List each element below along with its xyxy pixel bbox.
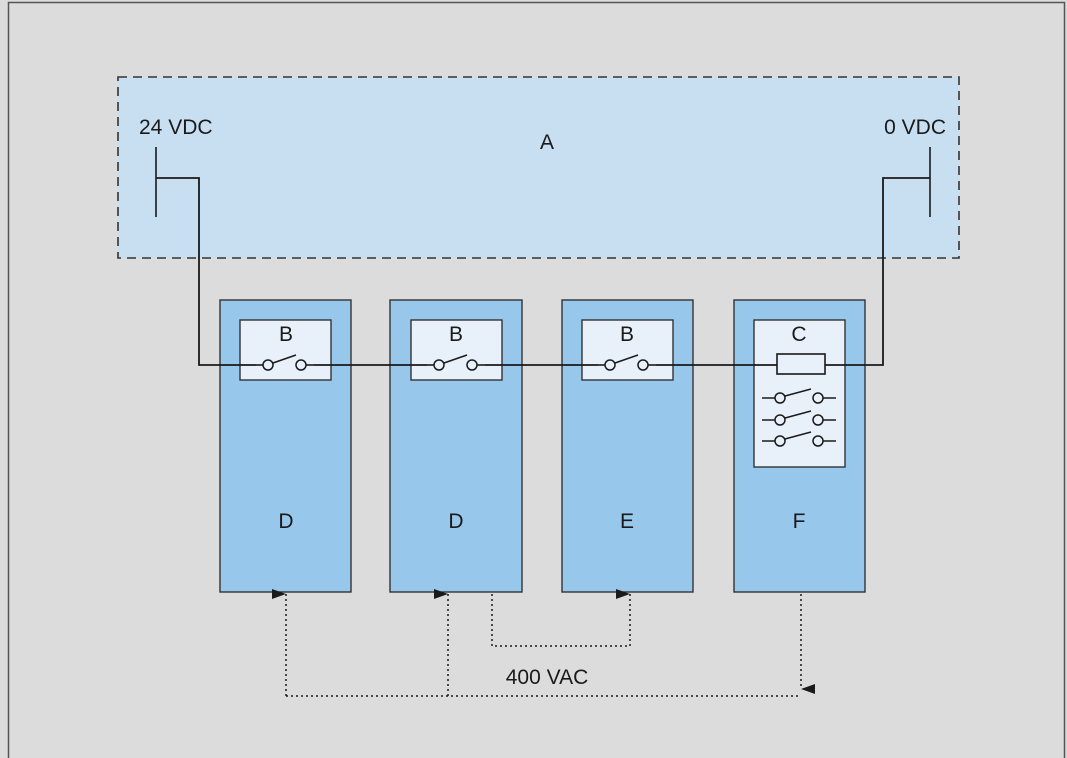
relay-coil [776, 353, 826, 375]
link-module-2-to-3 [491, 589, 631, 647]
switch-symbol-2 [427, 354, 485, 371]
control-wire [156, 177, 930, 366]
module-top-label: C [791, 323, 806, 346]
relay-contact-1 [762, 388, 836, 404]
module-top-label: B [620, 323, 634, 346]
module-3: B E [561, 299, 694, 593]
module-bottom-label: F [793, 510, 806, 533]
module-1: B D [219, 299, 352, 593]
switch-symbol-3 [598, 354, 656, 371]
relay-contact-3 [762, 431, 836, 447]
positive-terminal-label: 24 VDC [139, 116, 213, 139]
module-inner-box [239, 319, 332, 381]
relay-contacts [762, 388, 836, 447]
switch-symbol-1 [256, 354, 314, 371]
module-inner-box [753, 319, 846, 468]
relay-contact-2 [762, 410, 836, 426]
power-distribution-lines [272, 589, 815, 697]
module-top-label: B [279, 323, 293, 346]
module-bottom-label: D [448, 510, 463, 533]
power-label: 400 VAC [506, 666, 589, 689]
module-bottom-label: D [278, 510, 293, 533]
module-2: B D [389, 299, 523, 593]
supply-box [117, 76, 960, 259]
module-inner-box [581, 319, 674, 381]
module-top-label: B [449, 323, 463, 346]
module-bottom-label: E [620, 510, 634, 533]
module-inner-box [410, 319, 503, 381]
module-4: C F [733, 299, 866, 593]
power-supply-a: A 24 VDC 0 VDC [117, 76, 960, 259]
supply-label: A [540, 131, 554, 154]
negative-terminal-label: 0 VDC [884, 116, 946, 139]
